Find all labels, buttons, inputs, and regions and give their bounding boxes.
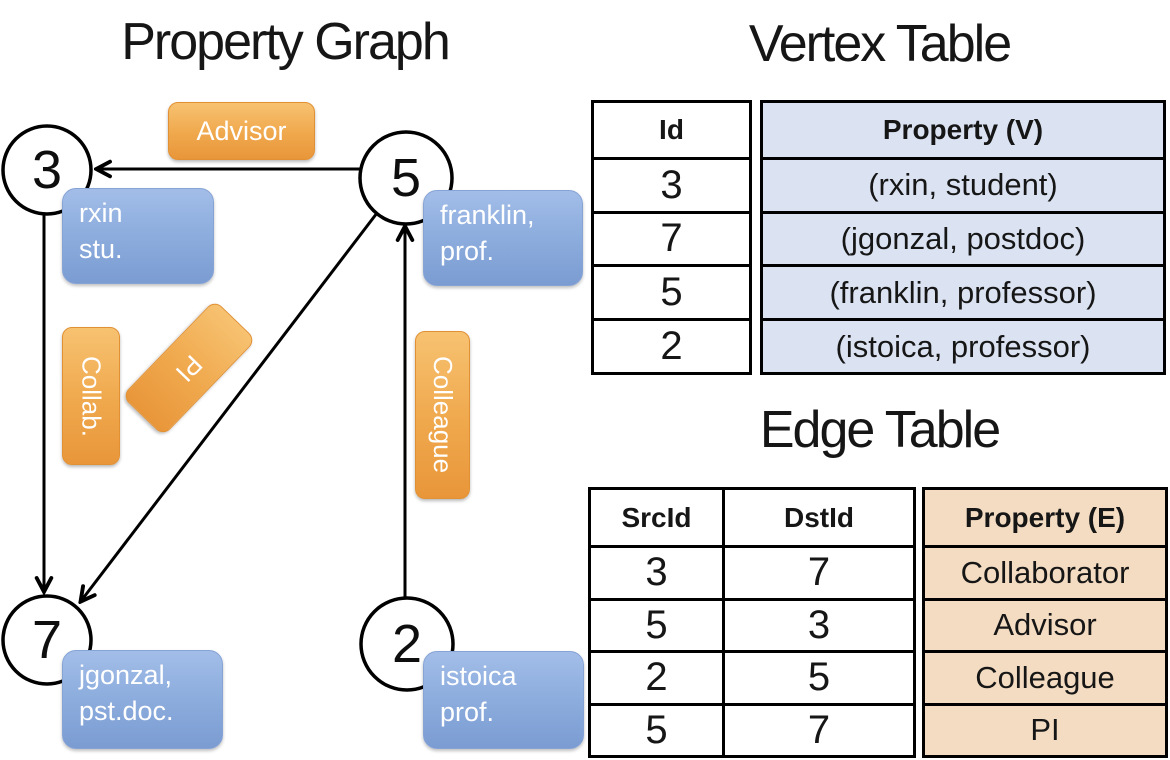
edge-table-property-column: Property (E) Collaborator Advisor Collea… [922, 487, 1168, 758]
edge-table-dstid-cell: 3 [722, 597, 913, 650]
vertex-table-property-cell: (jgonzal, postdoc) [763, 210, 1163, 265]
vertex-table-property-cell: (rxin, student) [763, 156, 1163, 211]
edge-table-header-property: Property (E) [925, 490, 1165, 545]
vertex-table-id-cell: 5 [594, 264, 749, 318]
edge-table-property-cell: PI [925, 702, 1165, 755]
edge-table-dstid-cell: 7 [722, 702, 913, 755]
edge-table-property-cell: Advisor [925, 597, 1165, 650]
vertex-property-box-2-line2: prof. [440, 696, 495, 727]
edge-table-header-srcid: SrcId [621, 501, 692, 533]
edge-label-advisor: Advisor [168, 102, 315, 160]
edge-table-header-dstid: DstId [722, 490, 913, 545]
edge-table-srcid-cell: 2 [591, 650, 722, 703]
vertex-property-box-5: franklin, prof. [423, 190, 583, 286]
vertex-property-box-7-line2: pst.doc. [79, 695, 174, 726]
edge-table-property-cell: Colleague [925, 650, 1165, 703]
vertex-property-box-7-line1: jgonzal, [79, 660, 173, 690]
edge-label-colleague: Colleague [415, 331, 470, 499]
vertex-table-id-cell: 7 [594, 210, 749, 265]
vertex-property-box-2: istoica prof. [423, 651, 584, 749]
edge-table-dstid-cell: 7 [722, 545, 913, 598]
vertex-table-property-cell: (franklin, professor) [763, 264, 1163, 319]
vertex-property-box-3-line1: rxin [79, 198, 123, 228]
vertex-table-title: Vertex Table [748, 15, 1012, 73]
vertex-table-id-column: Id 3 7 5 2 [591, 100, 752, 375]
vertex-table-header-id: Id [659, 113, 684, 145]
edge-table-property-cell: Collaborator [925, 545, 1165, 598]
vertex-property-box-7: jgonzal, pst.doc. [62, 650, 223, 749]
edge-table-srcid-cell: 3 [591, 545, 722, 598]
edge-table-id-columns: SrcId DstId 3 7 5 3 2 5 5 7 [588, 487, 916, 758]
vertex-table-id-cell: 2 [594, 318, 749, 372]
vertex-table-id-cell: 3 [594, 156, 749, 211]
edge-table-title: Edge Table [759, 401, 1001, 459]
vertex-table-property-column: Property (V) (rxin, student) (jgonzal, p… [760, 100, 1166, 375]
vertex-property-box-2-line1: istoica [440, 661, 517, 691]
graph-title: Property Graph [121, 13, 451, 71]
vertex-property-box-5-line1: franklin, [440, 200, 535, 230]
edge-table-dstid-cell: 5 [722, 650, 913, 703]
vertex-table-header-property: Property (V) [763, 103, 1163, 157]
vertex-property-box-3-line2: stu. [79, 233, 123, 264]
vertex-property-box-5-line2: prof. [440, 235, 495, 266]
vertex-table-property-cell: (istoica, professor) [763, 318, 1163, 372]
edge-table-srcid-cell: 5 [591, 597, 722, 651]
vertex-property-box-3: rxin stu. [62, 188, 214, 284]
edge-arrow-pi-5-to-7 [81, 212, 379, 601]
edge-label-collab: Collab. [62, 327, 120, 465]
edge-table-srcid-cell: 5 [591, 702, 722, 756]
